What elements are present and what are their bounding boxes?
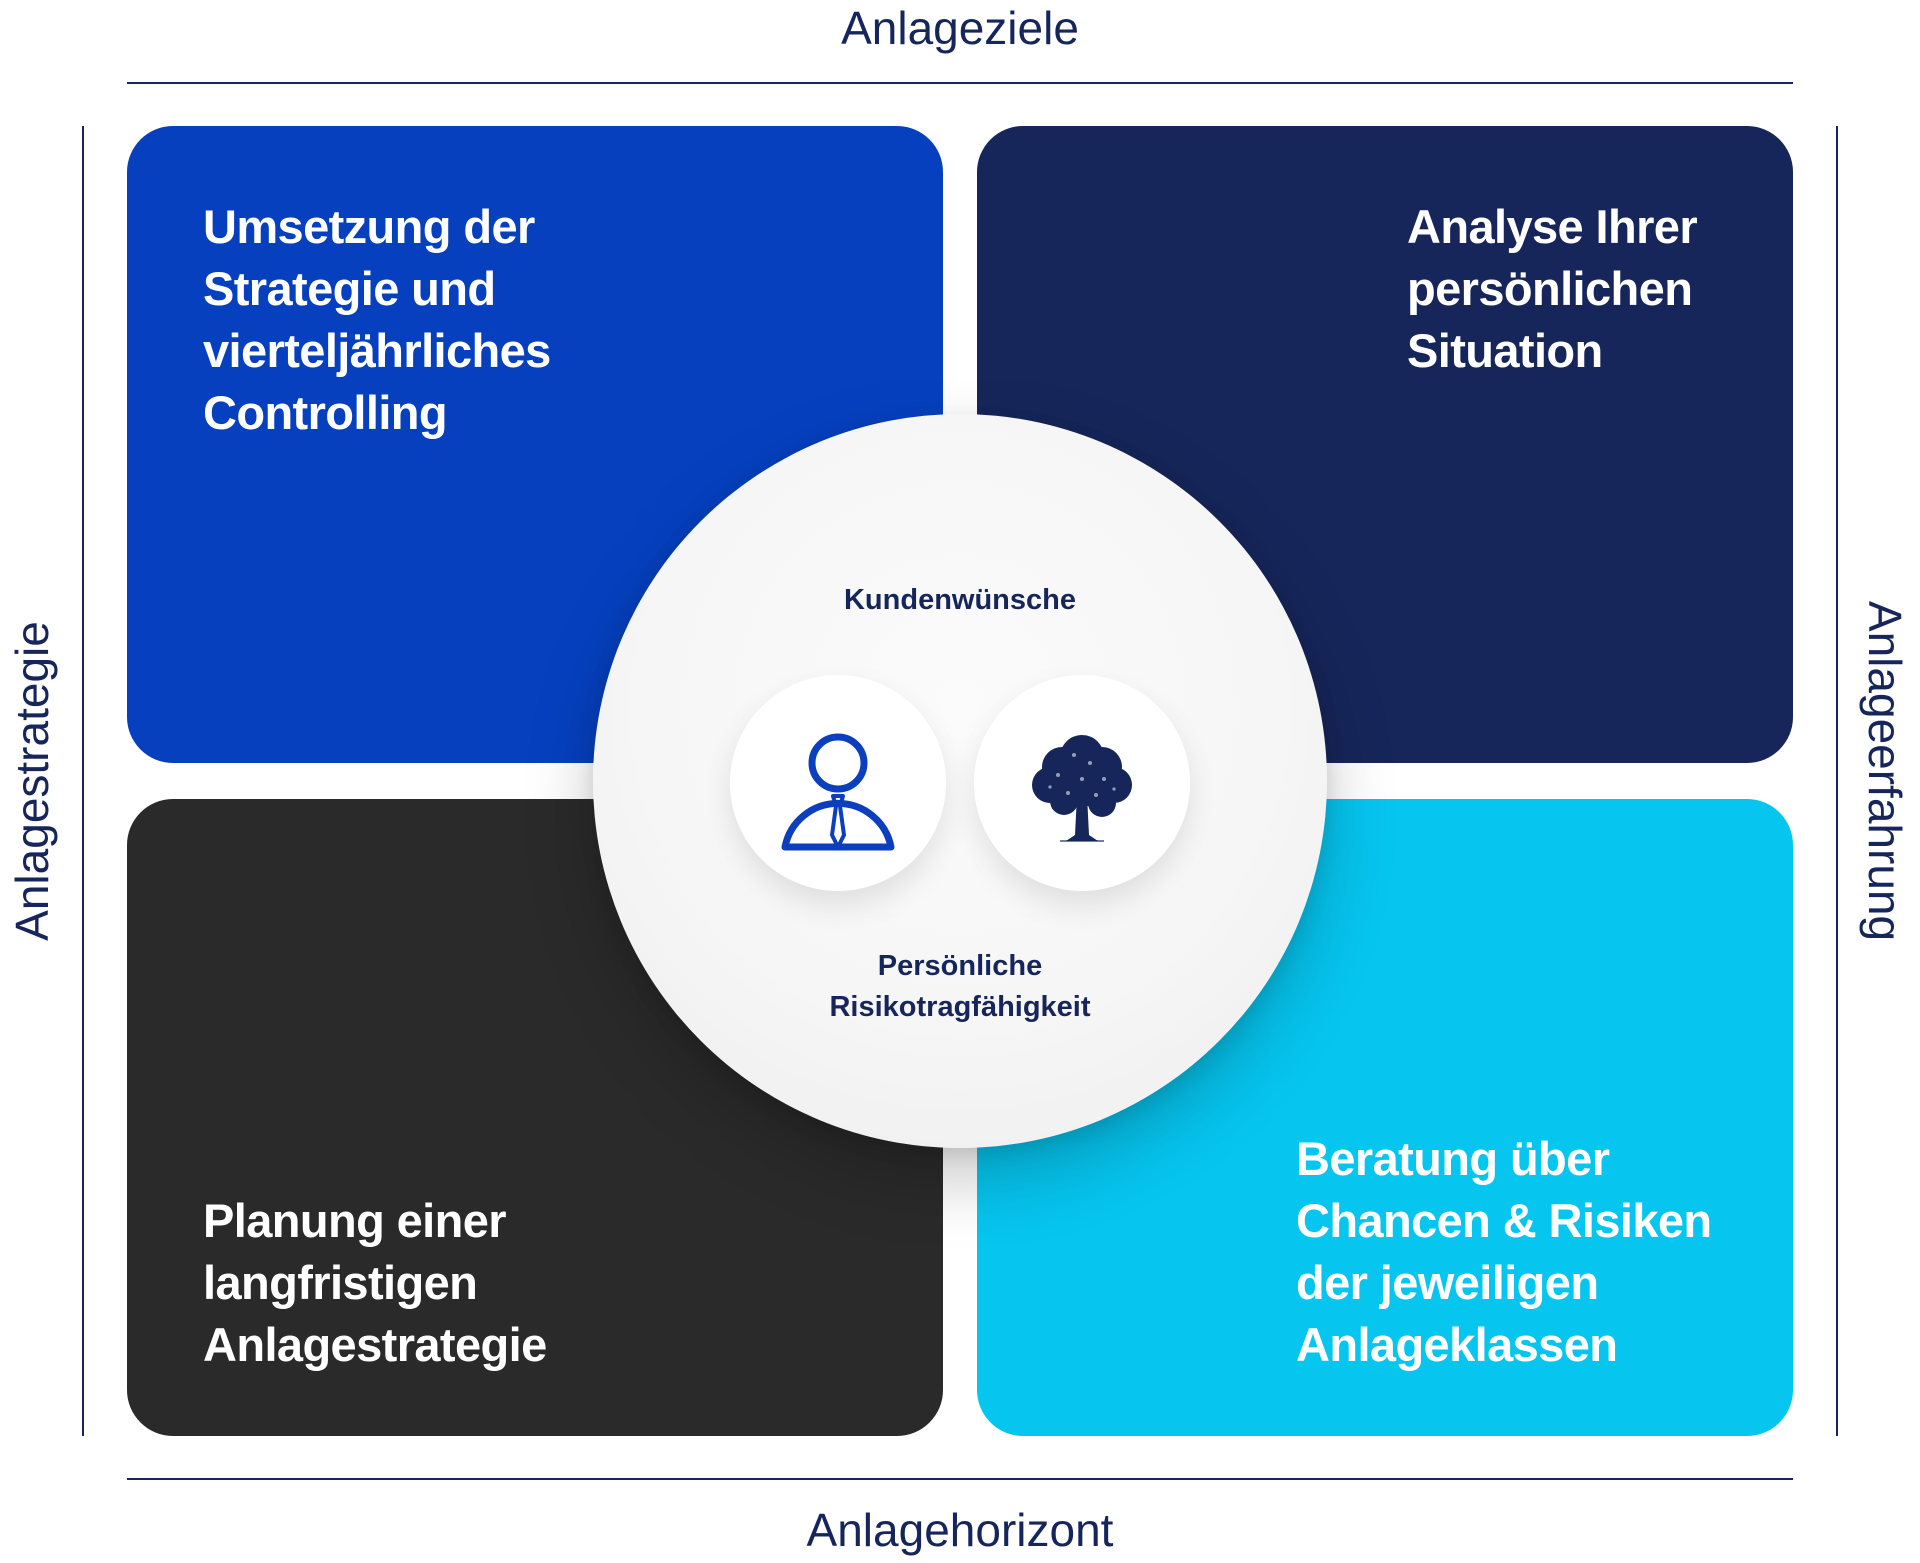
person-icon-badge xyxy=(730,675,946,891)
card-title-line: Controlling xyxy=(203,386,448,439)
card-title-line: Analyse Ihrer xyxy=(1407,200,1698,253)
card-title-line: vierteljährliches xyxy=(203,324,551,377)
card-title-line: Planung einer xyxy=(203,1194,507,1247)
card-title: Planung einer langfristigen Anlagestrate… xyxy=(203,1190,547,1376)
card-title-line: persönlichen xyxy=(1407,262,1693,315)
customer-wishes-label: Kundenwünsche xyxy=(843,584,1076,616)
person-icon xyxy=(781,733,895,851)
axis-label-left: Anlagestrategie xyxy=(6,621,58,941)
axis-label-right: Anlageerfahrung xyxy=(1859,600,1911,942)
center-circle: Kundenwünsche xyxy=(593,414,1327,1148)
risk-capacity-line: Risikotragfähigkeit xyxy=(829,991,1091,1023)
card-title-line: Umsetzung der xyxy=(203,200,535,253)
card-title: Analyse Ihrer persönlichen Situation xyxy=(1407,196,1698,382)
top-divider xyxy=(127,82,1793,84)
tree-icon-badge xyxy=(974,675,1190,891)
risk-capacity-label: Persönliche Risikotragfähigkeit xyxy=(593,946,1327,1028)
card-title-line: langfristigen xyxy=(203,1256,478,1309)
card-title-line: der jeweiligen xyxy=(1296,1256,1599,1309)
bottom-divider xyxy=(127,1478,1793,1480)
left-divider xyxy=(82,126,84,1436)
axis-label-top: Anlageziele xyxy=(841,2,1079,54)
card-title-line: Beratung über xyxy=(1296,1132,1610,1185)
tree-icon xyxy=(1032,735,1132,842)
right-divider xyxy=(1836,126,1838,1436)
card-title-line: Chancen & Risiken xyxy=(1296,1194,1712,1247)
card-title-line: Situation xyxy=(1407,324,1603,377)
card-title-line: Anlagestrategie xyxy=(203,1318,547,1371)
card-title: Beratung über Chancen & Risiken der jewe… xyxy=(1296,1128,1712,1376)
card-title-line: Anlageklassen xyxy=(1296,1318,1618,1371)
card-implementation-controlling: Umsetzung der Strategie und vierteljährl… xyxy=(127,126,943,763)
axis-label-bottom: Anlagehorizont xyxy=(806,1504,1114,1556)
card-title: Umsetzung der Strategie und vierteljährl… xyxy=(203,196,551,444)
card-title-line: Strategie und xyxy=(203,262,496,315)
risk-capacity-line: Persönliche xyxy=(877,950,1043,982)
